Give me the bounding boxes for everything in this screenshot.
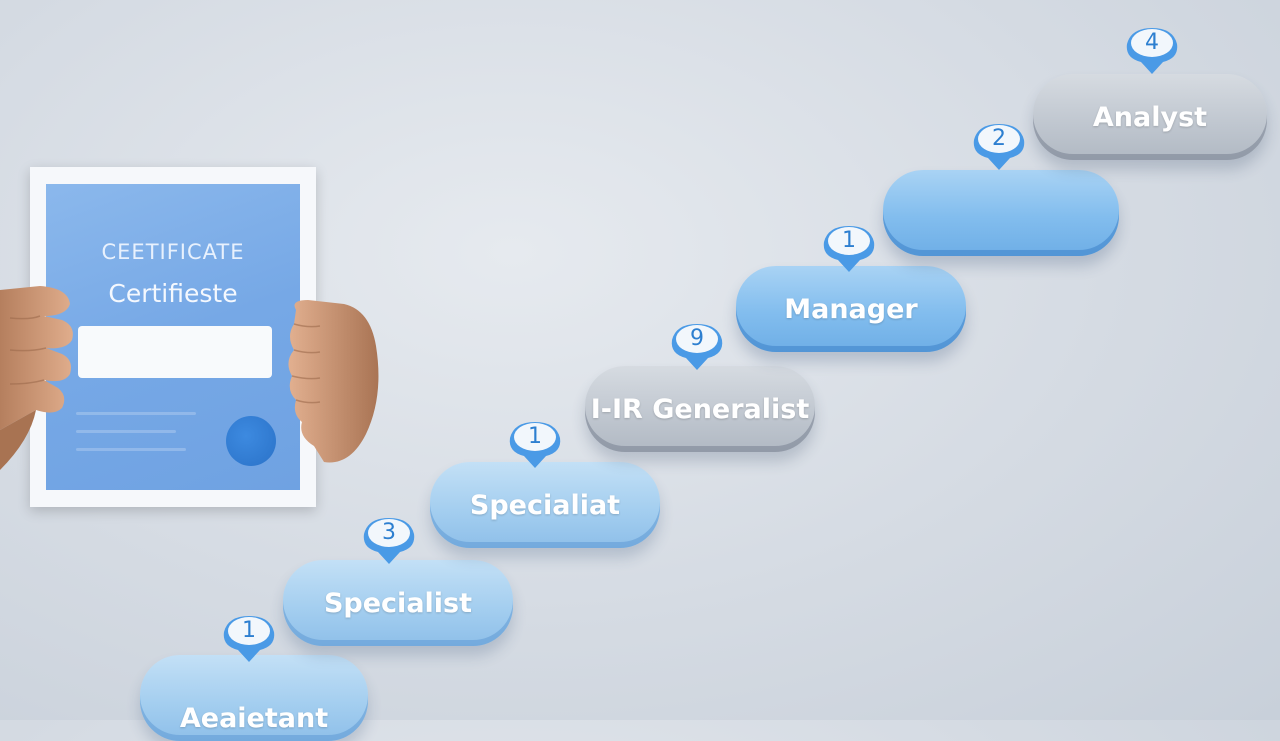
certificate-line: [76, 412, 196, 415]
pin-number: 3: [382, 520, 396, 545]
map-pin-icon: 2: [970, 118, 1028, 176]
step-analyst: Analyst: [1033, 74, 1267, 160]
step-label: I-IR Generalist: [590, 393, 810, 425]
map-pin-icon: 1: [820, 220, 878, 278]
certificate-panel: CEETIFICATE Certifieste: [46, 184, 300, 490]
certificate: CEETIFICATE Certifieste: [30, 167, 316, 507]
certificate-subtitle: Certifieste: [108, 279, 238, 308]
pin-number: 1: [842, 228, 856, 253]
step-blank: [883, 170, 1119, 256]
certificate-title: CEETIFICATE: [101, 240, 245, 264]
certificate-line: [76, 448, 186, 451]
right-hand: [288, 300, 379, 463]
step-hr-generalist: I-IR Generalist: [585, 366, 815, 452]
map-pin-icon: 1: [220, 610, 278, 668]
step-manager: Manager: [736, 266, 966, 352]
step-label: Specialiat: [469, 489, 621, 521]
certificate-name-box: [78, 326, 272, 378]
map-pin-icon: 3: [360, 512, 418, 570]
step-specialist-1: Specialist: [283, 560, 513, 646]
step-specialist-2: Specialiat: [430, 462, 660, 548]
step-label: Manager: [784, 293, 918, 325]
step-label: Aeaietant: [179, 702, 329, 734]
certificate-seal: [226, 416, 276, 466]
pin-number: 2: [992, 126, 1006, 151]
step-label: Specialist: [323, 587, 473, 619]
pin-number: 1: [528, 424, 542, 449]
career-ladder-scene: CEETIFICATE Certifieste: [0, 22, 1267, 741]
step-label: Analyst: [1092, 101, 1208, 133]
pin-number: 4: [1145, 30, 1159, 55]
certificate-line: [76, 430, 176, 433]
map-pin-icon: 1: [506, 416, 564, 474]
pin-number: 9: [690, 326, 704, 351]
left-hand: [0, 286, 73, 470]
pin-number: 1: [242, 618, 256, 643]
map-pin-icon: 9: [668, 318, 726, 376]
map-pin-icon: 4: [1123, 22, 1181, 80]
